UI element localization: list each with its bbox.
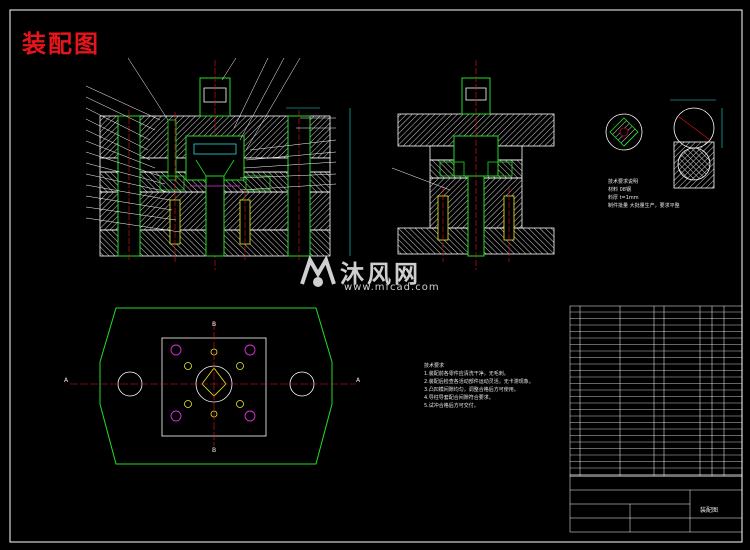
title-block-name: 装配图 — [700, 507, 719, 514]
drawing-title: 装配图 — [22, 30, 100, 58]
drawing-border — [9, 9, 743, 543]
plan-view — [70, 307, 356, 465]
tech-req-line: 技术要求 — [424, 363, 445, 369]
section-label-b-bottom: B — [212, 447, 216, 454]
tech-req-line: 5.试冲合格后方可交付。 — [424, 403, 479, 409]
section-label-a-right: A — [356, 377, 361, 384]
front-section-view — [85, 57, 351, 270]
watermark: 沐风网 www.mfcad.com — [296, 252, 466, 296]
side-notes: 技术要求说明 材料 08钢 料厚 t=1mm 制件批量 大批量生产，要求平整 — [608, 178, 680, 210]
tech-req-line: 3.凸凹模间隙均匀，调整合格后方可使用。 — [424, 387, 519, 393]
watermark-url: www.mfcad.com — [344, 282, 440, 293]
side-note-line: 制件批量 大批量生产，要求平整 — [608, 203, 680, 209]
side-note-line: 材料 08钢 — [608, 187, 631, 193]
side-note-line: 料厚 t=1mm — [608, 195, 639, 201]
section-label-b-top: B — [212, 321, 216, 328]
title-block — [569, 475, 743, 533]
tech-req-line: 2.装配后检查各活动部件运动灵活，无卡滞现象。 — [424, 379, 534, 385]
watermark-brand: 沐风网 — [340, 260, 421, 288]
side-note-line: 技术要求说明 — [608, 179, 639, 185]
detail-views — [605, 99, 723, 189]
tech-req-line: 4.导柱导套配合间隙符合要求。 — [424, 395, 494, 401]
watermark-logo-icon — [300, 255, 336, 287]
tech-req-line: 1.装配前各零件应清洗干净，无毛刺。 — [424, 371, 509, 377]
side-section-view — [391, 60, 555, 270]
technical-requirements: 技术要求 1.装配前各零件应清洗干净，无毛刺。 2.装配后检查各活动部件运动灵活… — [424, 362, 534, 410]
section-label-a-left: A — [64, 377, 69, 384]
bom-rows — [570, 311, 742, 475]
